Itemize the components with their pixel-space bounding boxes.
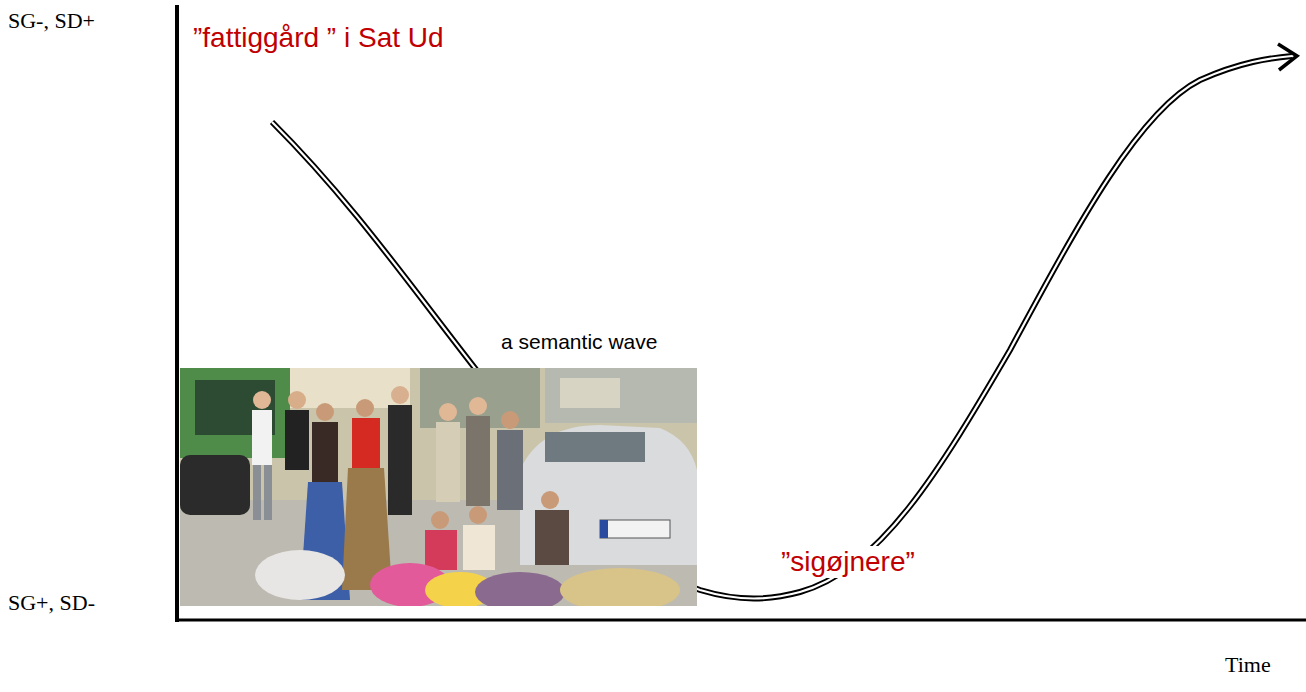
horizontal-axis	[177, 619, 1306, 622]
photo-illustration	[180, 368, 697, 612]
axis-label: SG+, SD-	[8, 590, 95, 615]
vertical-axis	[175, 5, 179, 622]
axis-label: SG-, SD+	[8, 8, 95, 33]
example-label: ”fattiggård ” i Sat Ud	[190, 22, 447, 54]
example-label: ”sigøjnere”	[778, 546, 918, 578]
axis-label: Time	[1225, 652, 1271, 677]
curve-label: a semantic wave	[498, 330, 660, 354]
